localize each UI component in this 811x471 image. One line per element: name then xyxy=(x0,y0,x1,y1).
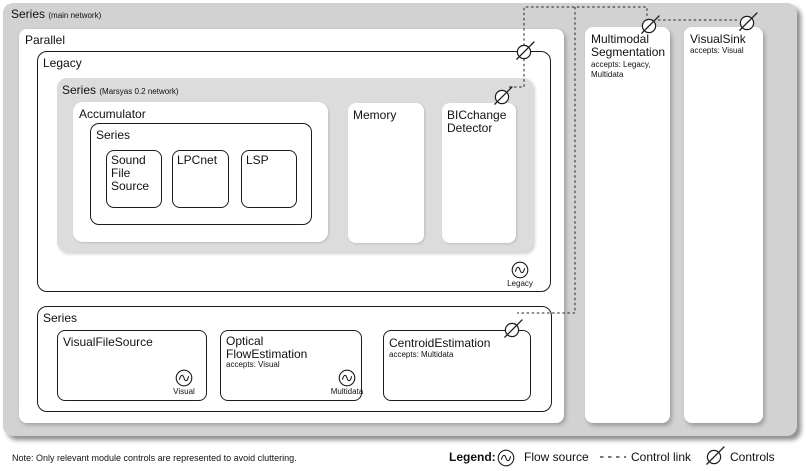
note-text: Note: Only relevant module controls are … xyxy=(12,453,297,463)
bicchange-line1: BICchange xyxy=(447,108,507,122)
legend-controls-icon xyxy=(701,444,727,470)
sound-file-source-line2: File xyxy=(111,166,131,180)
multimodal-segmentation-box xyxy=(585,27,670,423)
multimodal-segmentation-accepts: accepts: Legacy, Multidata xyxy=(591,60,650,79)
sound-file-source-box xyxy=(106,150,162,208)
legacy-label: Legacy xyxy=(43,56,82,70)
lsp-box xyxy=(241,150,297,208)
sound-file-source-line1: Sound xyxy=(111,153,146,167)
optical-flow-estimation-accepts: accepts: Visual xyxy=(226,360,280,369)
multimodal-line2: Segmentation xyxy=(591,45,666,59)
bicchange-line2: Detector xyxy=(447,121,493,135)
legend-control-link-label: Control link xyxy=(631,450,692,464)
marsyas-series-sublabel: (Marsyas 0.2 network) xyxy=(99,87,179,96)
parallel-label: Parallel xyxy=(25,33,66,47)
centroid-estimation-box xyxy=(383,330,531,401)
multidata-flow-source-label: Multidata xyxy=(330,387,364,396)
sound-file-source-line3: Source xyxy=(111,179,150,193)
optical-line1: Optical xyxy=(226,334,264,348)
marsyas-series-label-text: Series xyxy=(62,83,97,97)
optical-line2: FlowEstimation xyxy=(226,347,308,361)
legacy-flow-source-label: Legacy xyxy=(507,279,533,288)
memory-box xyxy=(348,103,424,243)
main-series-label: Series (main network) xyxy=(11,8,101,21)
lsp-label: LSP xyxy=(246,153,269,167)
visual-sink-box xyxy=(684,27,763,423)
centroid-estimation-label: CentroidEstimation xyxy=(389,336,491,350)
visual-sink-label: VisualSink xyxy=(690,32,746,46)
visual-sink-accepts: accepts: Visual xyxy=(690,46,744,55)
bicchange-detector-label: BICchange Detector xyxy=(447,109,506,135)
marsyas-series-label: Series (Marsyas 0.2 network) xyxy=(62,84,179,97)
optical-flow-estimation-label: Optical FlowEstimation xyxy=(226,335,307,361)
visual-flow-source-label: Visual xyxy=(173,387,195,396)
main-series-label-text: Series xyxy=(11,7,46,21)
multimodal-segmentation-label: Multimodal Segmentation xyxy=(591,33,665,59)
accumulator-label: Accumulator xyxy=(79,107,146,121)
legend-flow-source-label: Flow source xyxy=(524,450,589,464)
memory-label: Memory xyxy=(353,108,397,122)
legend-title: Legend: xyxy=(449,450,496,464)
visual-file-source-label: VisualFileSource xyxy=(63,335,153,349)
sound-file-source-label: Sound File Source xyxy=(111,154,149,193)
lpcnet-box xyxy=(172,150,229,208)
accumulator-series-label: Series xyxy=(96,128,131,142)
main-series-sublabel: (main network) xyxy=(48,11,102,20)
centroid-estimation-accepts: accepts: Multidata xyxy=(389,350,454,359)
legend-controls-label: Controls xyxy=(730,450,775,464)
lpcnet-label: LPCnet xyxy=(177,153,218,167)
bicchange-detector-box xyxy=(442,103,516,243)
multimodal-accepts-line2: Multidata xyxy=(591,69,624,79)
optical-flow-estimation-box xyxy=(220,330,362,401)
visual-file-source-box xyxy=(57,330,207,401)
multimodal-accepts-line1: accepts: Legacy, xyxy=(591,60,651,69)
legend-control-link-sample xyxy=(600,456,626,458)
legend-flow-source-icon xyxy=(495,447,517,469)
bottom-series-label: Series xyxy=(43,311,78,325)
